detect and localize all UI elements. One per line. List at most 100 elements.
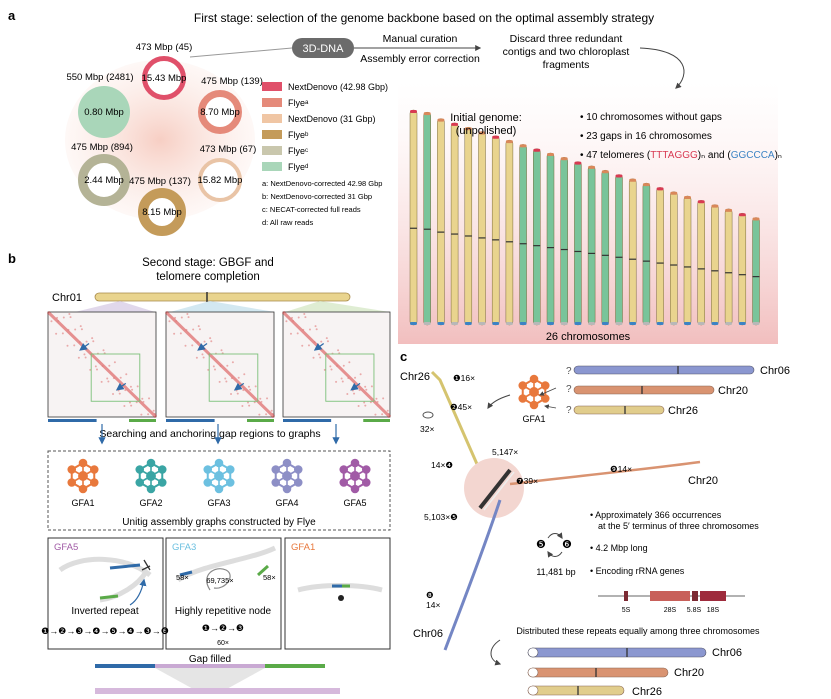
- graph-gfa4-node: [282, 484, 292, 494]
- chromosome-7: [491, 135, 500, 326]
- question-1: ?: [566, 366, 572, 377]
- heatmap-block-1: [90, 353, 141, 402]
- filled-green: [265, 664, 325, 668]
- heatmap-speckle: [140, 413, 143, 416]
- heatmap-speckle: [266, 397, 269, 400]
- heatmap-speckle: [359, 373, 362, 376]
- panel-b-letter: b: [8, 251, 16, 266]
- gfa5-note: Inverted repeat: [71, 606, 138, 617]
- heatmap-speckle: [129, 385, 132, 388]
- heatmap-bar-green-1: [129, 419, 156, 422]
- chromosome-22: [697, 200, 705, 326]
- heatmap-speckle: [296, 332, 299, 335]
- heatmap-arrow-3: [313, 342, 325, 351]
- graph-gfa5-hub: [350, 471, 360, 481]
- gap-filled-label: Gap filled: [189, 654, 231, 665]
- graph-gfa5-node: [339, 478, 349, 487]
- final-chr26-cap: [527, 685, 539, 696]
- graph-label-1: GFA1: [71, 498, 94, 508]
- telomere-bottom-16: [615, 322, 623, 325]
- target-label-chr26: Chr26: [668, 405, 698, 417]
- graph-gfa5-node: [350, 484, 360, 494]
- heatmap-speckle: [387, 412, 390, 415]
- telomere-bottom-3: [437, 322, 445, 325]
- heatmap-speckle: [106, 377, 109, 380]
- telomere-top-8: [505, 140, 513, 144]
- telomere-top-2: [423, 112, 431, 116]
- panel-a-letter: a: [8, 8, 16, 23]
- telomere-bottom-23: [711, 322, 719, 325]
- graph-gfa2-node: [135, 465, 145, 474]
- heatmap-speckle: [119, 376, 122, 379]
- assembly-circle-2: [198, 90, 242, 134]
- heatmap-speckle: [118, 392, 121, 395]
- legend-label-2: NextDenovo (31 Gbp): [288, 114, 376, 124]
- heatmap-bar-blue-1: [48, 419, 97, 422]
- graph-gfa2-node: [157, 465, 167, 474]
- telomere-top-22: [697, 200, 705, 204]
- telomere-top-6: [478, 131, 486, 135]
- gfa5-green-seg: [99, 594, 119, 600]
- heatmap-speckle: [320, 340, 323, 343]
- graph-gfa3-node: [225, 478, 235, 487]
- heatmap-speckle: [346, 392, 349, 395]
- gfa5-path: ❶→❷→❸→❹→❺→❹→❸→❻: [41, 626, 169, 636]
- chr06-strand: [443, 499, 502, 651]
- zoom-fan-3: [285, 301, 390, 312]
- repeat-bar-inner: [483, 471, 515, 511]
- telomere-top-26: [752, 217, 760, 221]
- graph-c-gfa1-node: [518, 394, 528, 403]
- rrna-label-28s: 28S: [664, 607, 677, 614]
- heatmap-speckle: [136, 385, 139, 388]
- legend-label-5: Flyeᵈ: [288, 162, 309, 172]
- chr26-strand: [430, 370, 497, 506]
- heatmap-speckle: [66, 344, 69, 347]
- count-n4: 14×❹: [431, 460, 453, 470]
- final-chr06: [527, 647, 707, 658]
- gfa5-path-grey: [58, 556, 152, 578]
- final-chr26: [527, 685, 625, 696]
- count-n6: 5,147×: [492, 447, 518, 457]
- heatmap-speckle: [203, 340, 206, 343]
- telomere-top-11: [547, 153, 554, 156]
- graph-gfa4-node: [293, 478, 303, 487]
- heatmap-speckle: [212, 365, 215, 368]
- gfa5-arrow: [129, 578, 147, 606]
- graph-gfa2-node: [135, 478, 145, 487]
- gfa3-path: ❶→❷→❸: [202, 623, 244, 633]
- chromosome-12: [560, 157, 568, 326]
- gfa3-num-right: 58×: [263, 573, 276, 582]
- chromosome-8: [505, 139, 514, 326]
- heatmap-speckle: [376, 400, 379, 403]
- count-n2: ❷45×: [450, 402, 472, 412]
- heatmap-speckle: [152, 409, 155, 412]
- graph-gfa5-node: [350, 458, 360, 468]
- heatmap-speckle: [374, 413, 377, 416]
- heatmap-speckle: [330, 368, 333, 371]
- assembly-circle-4: [138, 188, 186, 236]
- heatmap-speckle: [101, 365, 104, 368]
- heatmap-speckle: [363, 401, 366, 404]
- gfa1-c-arrow: [487, 394, 511, 409]
- legend-swatch-1: [262, 98, 282, 107]
- graph-gfa1-node: [89, 465, 99, 474]
- heatmap-block-2: [208, 353, 259, 402]
- graph-gfa4-hub: [282, 471, 292, 481]
- legend-swatch-0: [262, 82, 282, 91]
- graph-gfa3-hub: [214, 471, 224, 481]
- graph-gfa1-node: [67, 478, 77, 487]
- heatmap-speckle: [77, 356, 80, 359]
- heatmap-speckle: [148, 397, 151, 400]
- graph-gfa5-node: [339, 465, 349, 474]
- telomere-bottom-25: [738, 322, 746, 325]
- heatmap-speckle: [202, 356, 205, 359]
- chromosome-9: [519, 144, 527, 326]
- heatmap-speckle: [301, 344, 304, 347]
- heatmap-speckle: [197, 325, 200, 328]
- c-bullet-1b: at the 5′ terminus of three chromosomes: [598, 521, 759, 531]
- chromosome-6: [478, 131, 486, 326]
- gfa1-box: [284, 537, 391, 650]
- graph-gfa1-node: [78, 458, 88, 468]
